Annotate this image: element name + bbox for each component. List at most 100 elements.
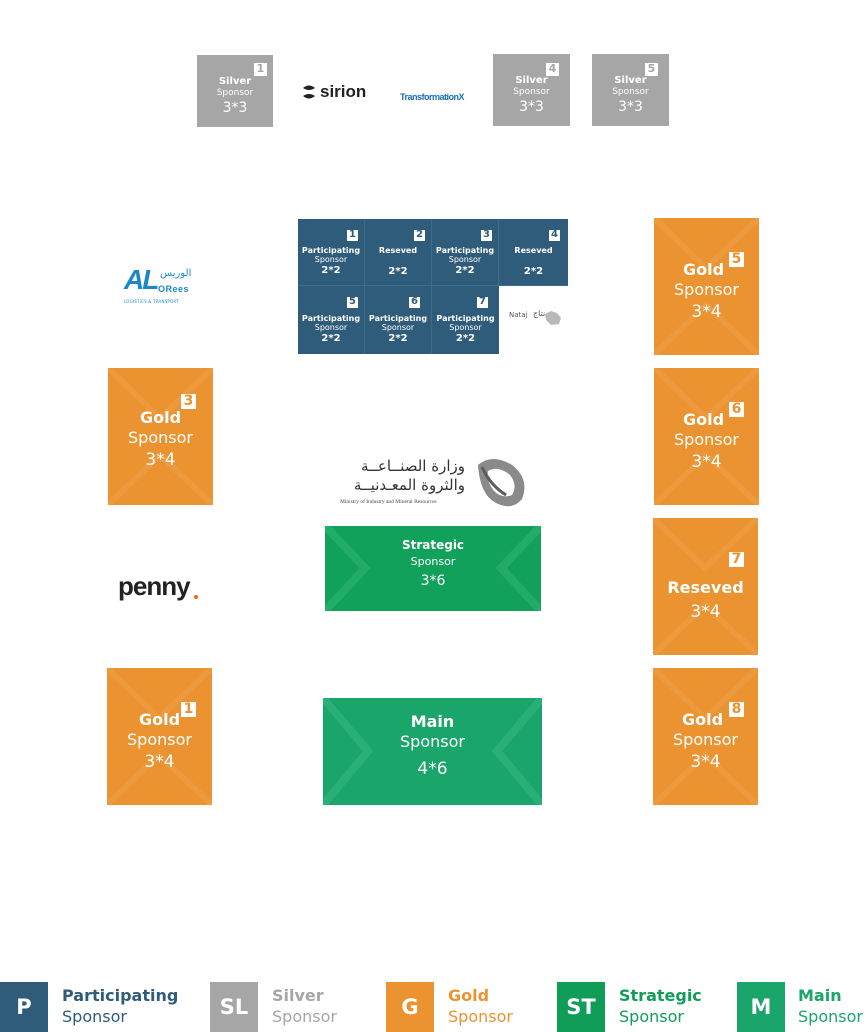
booth-type: Participating	[301, 314, 361, 323]
booth-label: Sponsor	[128, 428, 193, 447]
booth-label: Sponsor	[449, 323, 482, 332]
legend-silver: SL Silver Sponsor	[210, 982, 360, 1032]
booth-size: 3*4	[691, 452, 722, 472]
booth-size: 3*3	[519, 99, 544, 115]
booth-label: Sponsor	[314, 323, 348, 332]
saudi-map-icon	[545, 311, 561, 325]
gold-booth-5[interactable]: 5 Gold Sponsor 3*4	[654, 218, 759, 355]
legend-main: M Main Sponsor	[737, 982, 866, 1032]
ministry-arabic-line1: وزارة الصنــاعــة	[361, 457, 465, 475]
participating-booth-5[interactable]: 5 Participating Sponsor 2*2	[298, 286, 365, 354]
legend-gold: G Gold Sponsor	[386, 982, 536, 1032]
booth-type: Reseved	[667, 578, 744, 597]
nataj-arabic: نتاج	[533, 309, 546, 318]
booth-size: 2*2	[321, 333, 341, 344]
legend-title: Main	[798, 986, 842, 1005]
booth-label: Sponsor	[381, 323, 415, 332]
sirion-logo: sirion	[300, 82, 370, 102]
penny-text: penny	[118, 571, 191, 601]
participating-booth-1[interactable]: 1 Participating Sponsor 2*2	[298, 219, 365, 286]
booth-number: 7	[729, 552, 744, 567]
silver-booth-1[interactable]: 1 Silver Sponsor 3*3	[197, 55, 273, 127]
booth-type: Participating	[301, 246, 361, 255]
legend-swatch: P	[0, 982, 48, 1032]
booth-size: 3*4	[690, 602, 721, 622]
gold-booth-1[interactable]: 1 Gold Sponsor 3*4	[107, 668, 212, 805]
booth-number: 5	[645, 63, 658, 76]
strategic-booth[interactable]: Strategic Sponsor 3*6	[325, 526, 541, 611]
transformationx-text: TransformationX	[400, 92, 465, 102]
legend-participating: P Participating Sponsor	[0, 982, 200, 1032]
booth-size: 2*2	[455, 333, 476, 344]
booth-type: Silver	[218, 76, 252, 87]
booth-label: Sponsor	[674, 280, 739, 299]
booth-number: 3	[481, 230, 492, 241]
gold-booth-8[interactable]: 8 Gold Sponsor 3*4	[653, 668, 758, 805]
alorees-brand-text: ORees	[158, 284, 190, 294]
booth-number: 7	[477, 297, 488, 308]
legend-subtitle: Sponsor	[798, 1007, 863, 1026]
legend-swatch: M	[737, 982, 785, 1032]
sirion-text: sirion	[320, 82, 367, 101]
booth-type: Reseved	[378, 246, 418, 255]
silver-booth-5[interactable]: 5 Silver Sponsor 3*3	[592, 54, 669, 126]
sirion-icon	[303, 85, 315, 99]
booth-label: Sponsor	[448, 255, 482, 264]
booth-label: Sponsor	[612, 87, 649, 97]
booth-label: Sponsor	[513, 87, 550, 97]
booth-size: 3*4	[690, 752, 721, 772]
booth-size: 2*2	[388, 266, 408, 277]
booth-type: Gold	[682, 260, 725, 279]
ministry-arabic-line2: والثروة المعـدنيــة	[353, 476, 465, 494]
booth-label	[365, 255, 431, 265]
booth-number: 2	[414, 230, 425, 241]
booth-size: 2*2	[321, 265, 341, 276]
booth-size: 3*3	[618, 99, 643, 115]
participating-booth-2[interactable]: 2 Reseved 2*2	[365, 219, 432, 286]
ministry-english: Ministry of Industry and Mineral Resourc…	[340, 499, 437, 505]
participating-grid: 1 Participating Sponsor 2*2 2 Reseved 2*…	[298, 219, 568, 354]
transformationx-logo: TransformationX	[400, 85, 466, 102]
booth-size: 3*4	[144, 752, 175, 772]
penny-dot-icon	[194, 595, 198, 599]
legend-swatch: G	[386, 982, 434, 1032]
booth-label: Sponsor	[400, 732, 465, 751]
participating-booth-6[interactable]: 6 Participating Sponsor 2*2	[365, 286, 432, 354]
booth-label: Sponsor	[674, 430, 739, 449]
alorees-main-text: AL	[124, 264, 159, 295]
legend-subtitle: Sponsor	[62, 1007, 127, 1026]
booth-type: Silver	[515, 75, 548, 86]
booth-type: Strategic	[401, 538, 465, 552]
legend-title: Silver	[272, 986, 324, 1005]
booth-number: 5	[347, 297, 358, 308]
booth-size: 3*6	[420, 573, 446, 589]
participating-booth-4[interactable]: 4 Reseved 2*2	[499, 219, 568, 286]
booth-label: Sponsor	[410, 555, 456, 568]
booth-label: Sponsor	[314, 255, 348, 264]
gold-booth-7-reserved[interactable]: 7 Reseved 3*4	[653, 518, 758, 655]
booth-type: Gold	[138, 710, 181, 729]
booth-type: Participating	[435, 246, 495, 255]
booth-number: 6	[409, 297, 420, 308]
silver-booth-4[interactable]: 4 Silver Sponsor 3*3	[493, 54, 570, 126]
booth-number: 6	[729, 402, 744, 417]
booth-label	[499, 255, 568, 265]
booth-size: 3*3	[222, 100, 248, 116]
legend-strategic: ST Strategic Sponsor	[557, 982, 717, 1032]
booth-number: 8	[729, 702, 744, 717]
gold-booth-3[interactable]: 3 Gold Sponsor 3*4	[108, 368, 213, 505]
booth-label: Sponsor	[127, 730, 192, 749]
legend-swatch: SL	[210, 982, 258, 1032]
booth-number: 1	[254, 63, 267, 76]
booth-number: 4	[549, 230, 560, 241]
booth-type: Gold	[682, 410, 725, 429]
main-booth[interactable]: Main Sponsor 4*6	[323, 698, 542, 805]
booth-label: Sponsor	[216, 88, 254, 98]
gold-booth-6[interactable]: 6 Gold Sponsor 3*4	[654, 368, 759, 505]
participating-booth-3[interactable]: 3 Participating Sponsor 2*2	[432, 219, 499, 286]
legend-subtitle: Sponsor	[619, 1007, 684, 1026]
legend-swatch: ST	[557, 982, 605, 1032]
participating-booth-7[interactable]: 7 Participating Sponsor 2*2	[432, 286, 499, 354]
booth-label	[653, 597, 758, 598]
booth-type: Silver	[614, 75, 647, 86]
